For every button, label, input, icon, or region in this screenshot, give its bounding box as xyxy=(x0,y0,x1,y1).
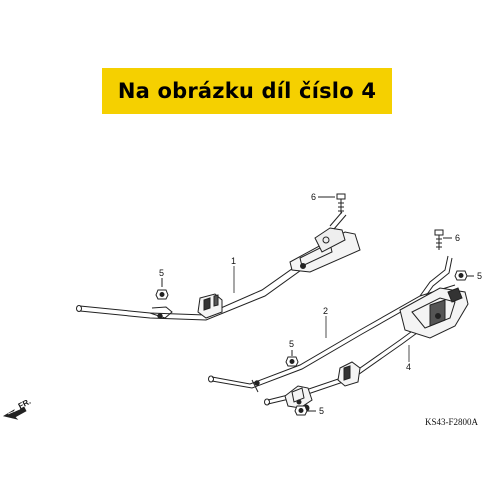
front-direction-arrow-icon xyxy=(2,406,27,420)
callout-6-upper: 6 xyxy=(311,192,316,202)
part-1-step-bar xyxy=(76,211,361,321)
callout-5-left: 5 xyxy=(159,268,164,278)
banner-text: Na obrázku díl číslo 4 xyxy=(117,79,377,103)
callout-1: 1 xyxy=(231,256,236,266)
diagram-code: KS43-F2800A xyxy=(425,417,479,427)
callout-4: 4 xyxy=(406,362,411,372)
part-4-step-bar xyxy=(264,287,469,412)
callout-6-right: 6 xyxy=(455,233,460,243)
callout-5-right: 5 xyxy=(477,271,482,281)
nut-5-right xyxy=(454,270,474,281)
bolt-6-right xyxy=(434,229,452,250)
nut-5-left xyxy=(155,278,169,300)
callout-5-lower: 5 xyxy=(319,406,324,416)
nut-5-lower xyxy=(294,405,316,416)
callout-5-middle: 5 xyxy=(289,339,294,349)
callout-2: 2 xyxy=(323,306,328,316)
part-number-banner: Na obrázku díl číslo 4 xyxy=(102,68,392,114)
front-label: FR. xyxy=(17,397,33,411)
nut-5-middle xyxy=(285,350,299,367)
bolt-6-upper xyxy=(318,193,346,214)
